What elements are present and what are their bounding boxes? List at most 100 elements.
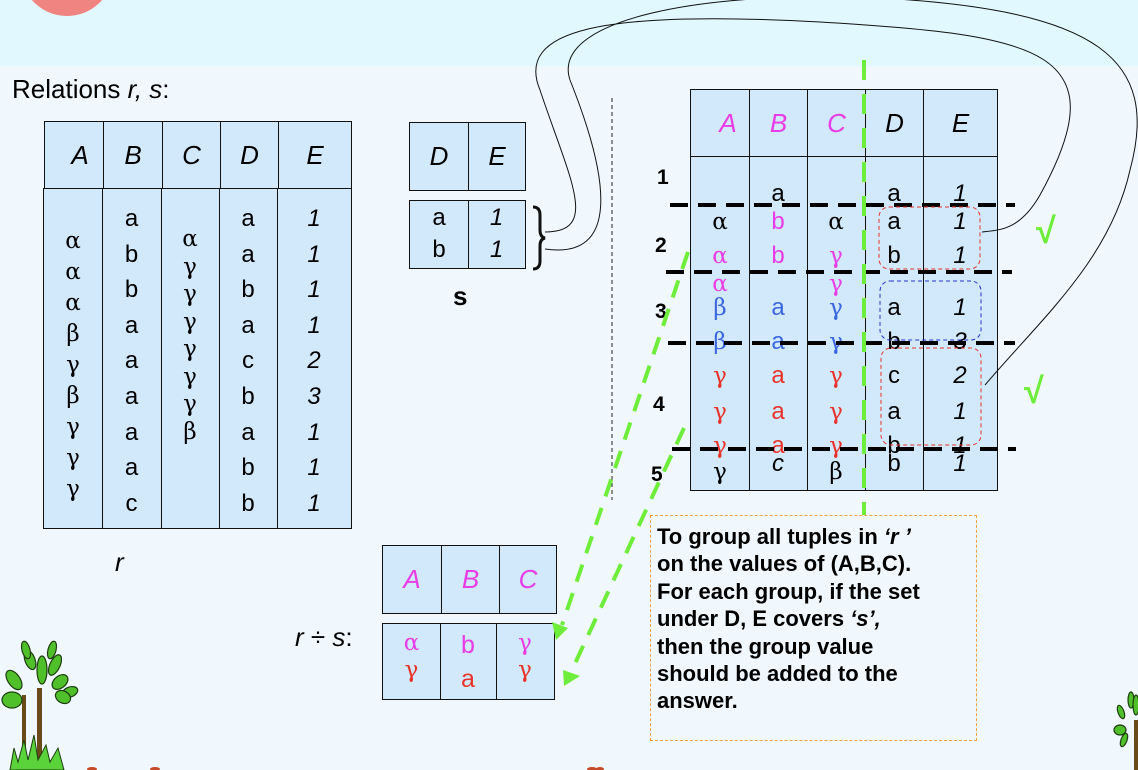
res-cell: α [403, 630, 420, 656]
r-cell-D: a [241, 311, 255, 339]
r-cell-C: γ [183, 336, 197, 362]
s-cell: b [432, 236, 446, 263]
r-cell-D: b [241, 276, 255, 304]
r-cell-A: α [65, 259, 81, 285]
r-cell-B: a [124, 311, 139, 339]
note-text: For each group, if the set [657, 578, 920, 604]
r-cell-E: 1 [307, 240, 321, 268]
r-cell-A: γ [66, 445, 80, 471]
r-header-E: E [278, 122, 351, 188]
note-text: To group all tuples in [657, 524, 884, 549]
note-text: then the group value [657, 633, 874, 659]
result-body: α γ b a γ γ [382, 623, 555, 700]
r-cell-C: α [182, 226, 198, 252]
grouped-cell-A: γ [713, 459, 727, 485]
r-cell-B: b [124, 240, 139, 268]
r-cell-E: 1 [307, 311, 321, 339]
res-cell: γ [404, 657, 419, 683]
grouped-body: aa1αbαa1αbγb1αγβaγa1βaγb3γaγc2γaγa1γaγb1… [690, 156, 998, 491]
r-cell-B: a [124, 418, 139, 446]
r-cell-D: a [241, 240, 255, 268]
grouped-cell-C: γ [829, 243, 843, 269]
r-cell-D: a [241, 205, 255, 232]
heading-text: Relations [12, 74, 128, 104]
r-cell-B: a [124, 382, 139, 410]
r-cell-D: b [241, 454, 255, 482]
grouped-cell-B: b [771, 242, 785, 269]
r-header-C: C [162, 122, 220, 188]
grouped-cell-C: γ [829, 363, 843, 389]
note-text: under D, E covers [657, 606, 851, 632]
arrowhead-icon [563, 670, 580, 686]
r-cell-A: γ [66, 352, 80, 378]
group-number-3: 3 [655, 300, 667, 323]
grouped-cell-E: 2 [953, 362, 967, 389]
r-cell-A: β [66, 321, 80, 347]
division-label-s: s [332, 622, 346, 652]
res-cell: γ [518, 657, 532, 683]
grouped-cell-D: b [887, 432, 901, 459]
relation-r-label: r [115, 547, 124, 577]
grouped-cell-C: α [828, 209, 844, 235]
page-heading: Relations r, s: [12, 74, 170, 105]
r-header-A: A [71, 139, 89, 170]
r-cell-A: γ [66, 414, 80, 440]
grouped-cell-B: a [771, 180, 785, 207]
r-cell-E: 1 [307, 489, 321, 517]
arrow-group-4-to-result [570, 427, 686, 671]
group-number-4: 4 [653, 393, 665, 416]
grouped-cell-B: a [771, 294, 785, 321]
r-cell-A: α [65, 228, 81, 254]
r-cell-E: 1 [307, 205, 321, 232]
group-dividers [666, 203, 1016, 451]
s-cell: 1 [489, 204, 504, 231]
division-operator: ÷ [303, 622, 333, 652]
res-header-B: B [441, 546, 499, 613]
connector-curve [544, 0, 1138, 386]
grouped-cell-D: b [887, 242, 901, 269]
grouped-cell-C: γ [829, 271, 843, 297]
check-icon-group-2: √ [1036, 210, 1056, 251]
grouped-cell-E: 1 [953, 242, 967, 269]
group-number-2: 2 [655, 234, 667, 257]
heading-vars: r, s [127, 74, 163, 104]
s-header-E: E [468, 123, 525, 190]
grouped-cell-D: b [887, 450, 901, 477]
grouped-cell-B: a [771, 328, 785, 355]
grouped-cell-E: 1 [953, 398, 967, 425]
group-2-cover-box [878, 206, 981, 270]
r-cell-C: γ [183, 253, 197, 280]
r-cell-D: b [241, 382, 255, 410]
g-header-D: D [865, 90, 923, 156]
grouped-cell-D: c [888, 362, 900, 389]
s-cell: 1 [489, 236, 504, 263]
res-column-C: γ γ [496, 630, 554, 684]
note-text: on the values of (A,B,C). [657, 551, 912, 577]
note-text: answer. [657, 688, 738, 714]
r-cell-A: α [65, 290, 81, 316]
r-cell-B: a [124, 454, 139, 482]
grouped-cell-E: 1 [953, 450, 967, 477]
grouped-cell-A: γ [713, 363, 727, 389]
r-header-D: D [220, 122, 278, 188]
grouped-cell-A: α [712, 209, 728, 235]
res-column-A: α γ [383, 630, 440, 684]
r-header-B: B [103, 122, 162, 188]
grouped-cell-D: a [887, 398, 901, 425]
r-cell-C: β [183, 418, 197, 445]
heading-colon: : [162, 74, 170, 104]
grouped-cell-E: 1 [953, 208, 967, 235]
result-header: A B C [382, 545, 557, 614]
r-cell-B: c [125, 489, 138, 517]
r-cell-E: 2 [307, 347, 321, 375]
grouped-cell-E: 1 [953, 294, 967, 321]
group-3-cover-box [879, 280, 982, 341]
grouped-cell-D: a [887, 180, 901, 207]
